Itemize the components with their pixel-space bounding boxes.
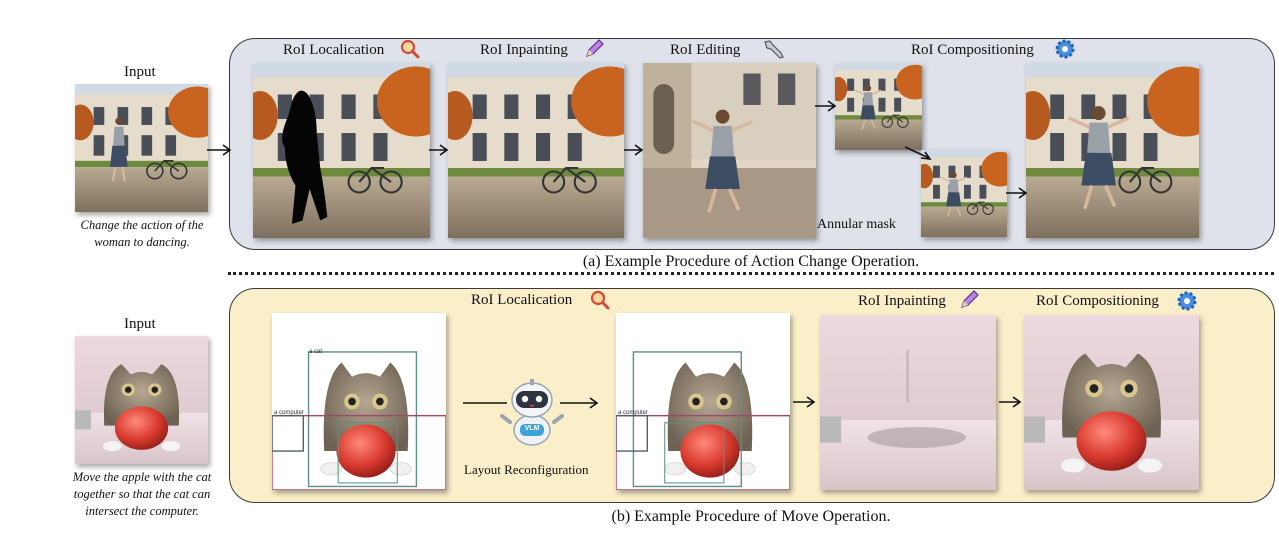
magnifier-icon: [400, 39, 420, 59]
gear-icon: [1176, 290, 1198, 312]
box-label-cat-1: a cat: [309, 349, 323, 355]
gear-icon: [1054, 38, 1076, 60]
vlm-text: VLM: [524, 425, 540, 432]
pencil-icon: [583, 38, 605, 60]
annular-mask-label: Annular mask: [817, 217, 896, 232]
arrow-relayout-to-inpainting: [793, 396, 816, 408]
localization-image-cat-boxes: [272, 313, 446, 490]
robot-icon: [496, 378, 568, 448]
localization-image-silhouette: [253, 63, 430, 238]
relayout-image-cat-boxes: [616, 313, 790, 490]
editing-patch-image: [835, 63, 922, 150]
input-caption-b-line1: Move the apple with the cat: [72, 470, 212, 484]
layout-reconfiguration-label: Layout Reconfiguration: [464, 462, 589, 477]
input-image-woman: [75, 84, 208, 212]
arrow-mask-to-composition: [1006, 187, 1028, 199]
compositioning-image-b: [1024, 315, 1199, 490]
input-label-b: Input: [124, 316, 156, 332]
stage-inpainting-a: RoI Inpainting: [480, 42, 568, 58]
stage-inpainting-b: RoI Inpainting: [858, 293, 946, 309]
stage-localization-a: RoI Localication: [283, 42, 385, 58]
stage-compositioning-a: RoI Compositioning: [911, 42, 1034, 58]
input-caption-a-line1: Change the action of the: [80, 218, 204, 232]
input-image-cat: [75, 336, 208, 464]
pencil-icon: [958, 289, 980, 311]
arrow-inpainting-to-composition: [999, 396, 1022, 408]
inpainting-image-b: [820, 315, 996, 490]
input-caption-b-line3: intersect the computer.: [85, 504, 199, 518]
stage-localization-b: RoI Localication: [471, 292, 573, 308]
caption-b: (b) Example Procedure of Move Operation.: [611, 508, 891, 525]
stage-editing-a: RoI Editing: [670, 42, 741, 58]
magnifier-icon: [590, 290, 610, 310]
inpainting-image-a: [448, 63, 624, 238]
input-caption-b-line2: together so that the cat can: [73, 487, 211, 501]
arrow-to-robot: [463, 402, 507, 404]
input-caption-b: Move the apple with the cat together so …: [58, 469, 226, 520]
compositioning-image-a: [1026, 63, 1199, 238]
arrow-input-to-localization: [207, 144, 232, 156]
annular-mask-image: [921, 150, 1007, 237]
box-label-computer-1: a computer: [274, 410, 305, 416]
section-divider: [228, 272, 1274, 275]
arrow-robot-to-relayout: [560, 397, 599, 409]
stage-compositioning-b: RoI Compositioning: [1036, 293, 1159, 309]
editing-image-dancer: [643, 63, 816, 238]
arrow-inpainting-to-editing: [624, 144, 644, 156]
input-caption-a-line2: woman to dancing.: [94, 235, 190, 249]
wrench-icon: [762, 38, 786, 60]
arrow-editing-to-patch: [815, 100, 837, 112]
arrow-patch-to-mask: [905, 146, 932, 160]
box-label-computer-2: a computer: [618, 410, 649, 416]
input-label-a: Input: [124, 64, 156, 80]
caption-a: (a) Example Procedure of Action Change O…: [582, 253, 920, 270]
input-caption-a: Change the action of the woman to dancin…: [64, 217, 220, 251]
arrow-localization-to-inpainting: [429, 144, 449, 156]
